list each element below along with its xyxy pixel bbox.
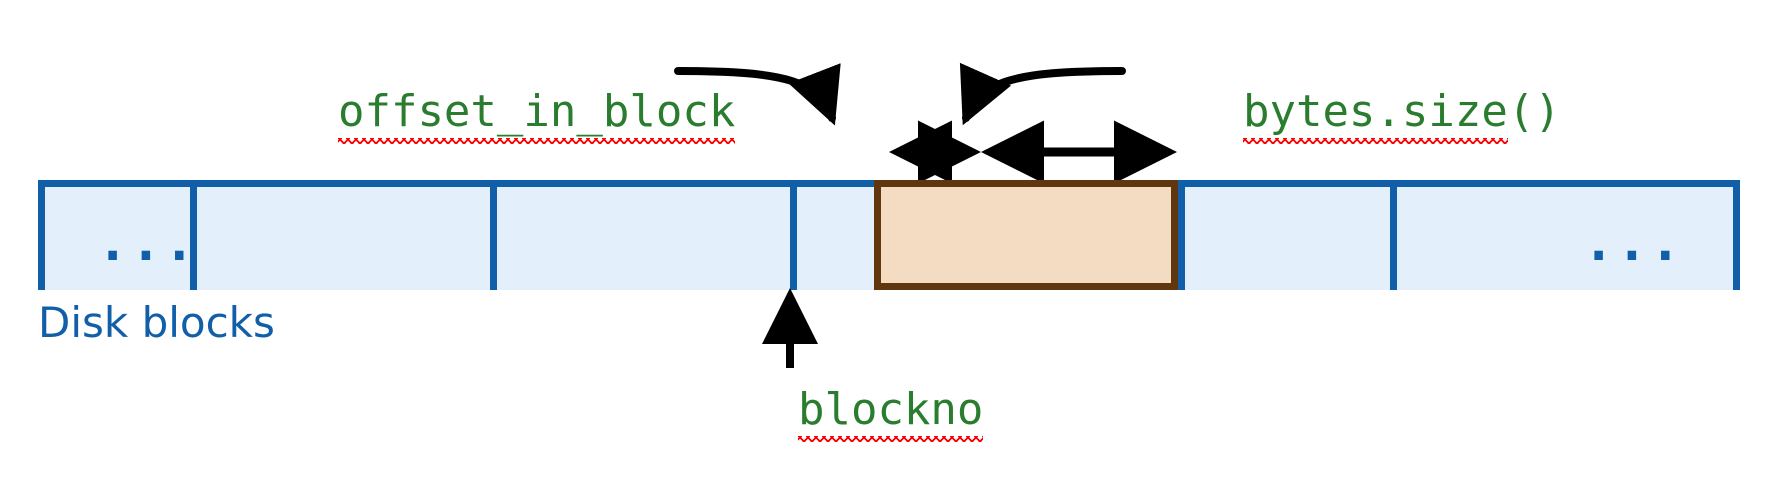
label-bytes-size: bytes.size() [1137,46,1561,178]
label-offset-in-block-text: offset_in_block [337,86,736,144]
label-blockno-text: blockno [797,384,984,442]
disk-block-target-highlight [874,180,1178,290]
ellipsis-right: ... [1583,213,1683,273]
diagram-canvas: offset_in_block bytes.size() blockno ...… [38,46,1740,442]
disk-blocks-caption: Disk blocks [38,298,275,347]
curved-arrow-bytes-size [959,62,1126,126]
ellipsis-left: ... [97,213,197,273]
disk-block-ellipsis-left: ... [38,180,195,290]
label-blockno: blockno [692,344,984,476]
disk-block-3 [490,180,790,290]
label-offset-in-block: offset_in_block [232,46,736,178]
disk-block-2 [190,180,490,290]
curved-arrow-offset-in-block [674,63,841,126]
arrow-overlay [674,62,1177,368]
disk-block-row: ... ... [38,180,1740,290]
disk-block-ellipsis-right: ... [1390,180,1740,290]
label-bytes-size-parens: () [1507,86,1561,137]
disk-block-5 [1178,180,1390,290]
disk-block-4-partial [790,180,874,290]
label-bytes-size-text: bytes.size [1242,86,1508,144]
